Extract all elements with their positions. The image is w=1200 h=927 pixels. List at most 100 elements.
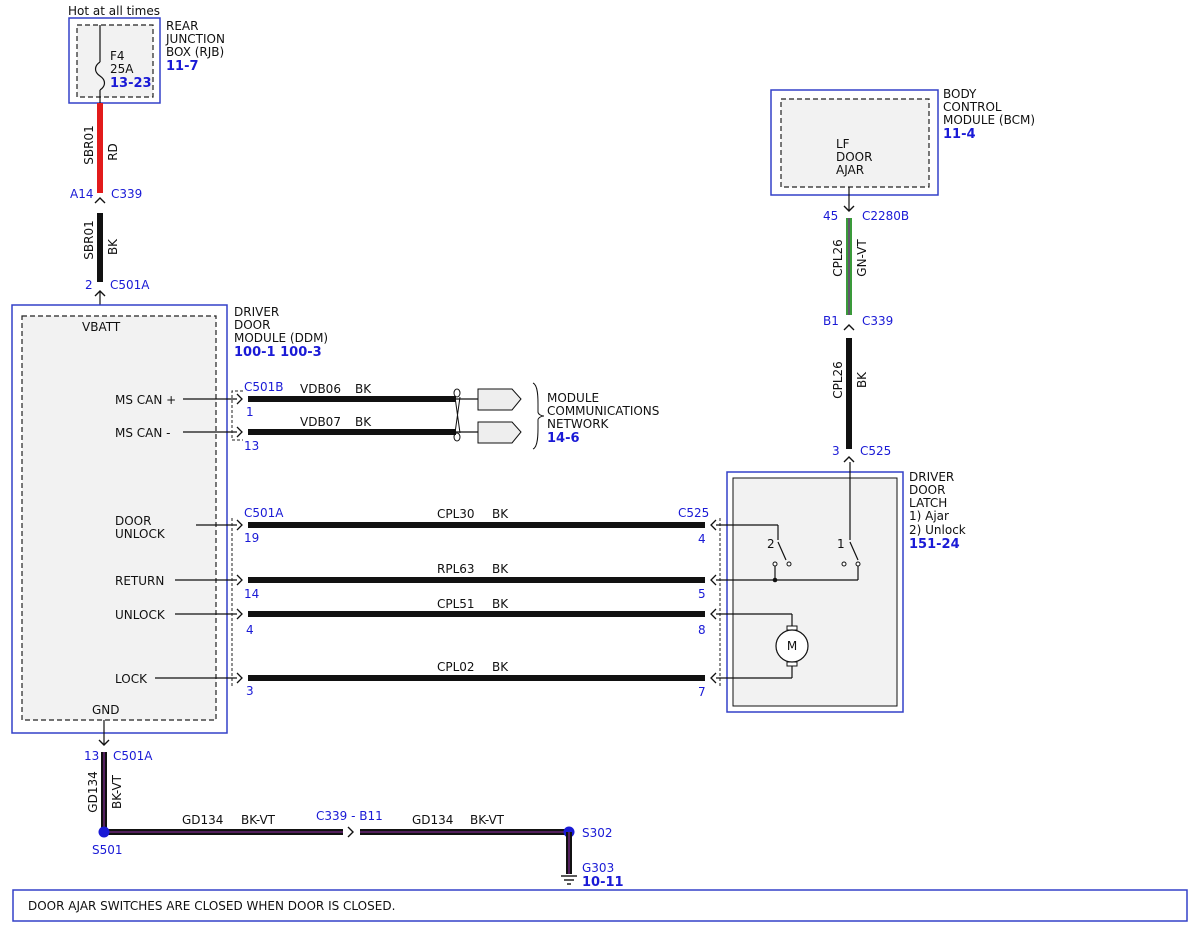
- latch-page-ref[interactable]: 151-24: [909, 537, 960, 552]
- connector-c525-side-label: C525: [678, 506, 709, 520]
- fuse-page-ref[interactable]: 13-23: [110, 76, 152, 91]
- wire-vdb06-circuit: VDB06: [300, 382, 341, 396]
- connector-c525-top-chevron: [843, 456, 855, 463]
- connector-c339-b1-chevron: [843, 324, 855, 331]
- ground-g303-label: G303: [582, 861, 614, 875]
- ddm-return-label: RETURN: [115, 574, 164, 588]
- connector-c501b-bracket: [231, 390, 243, 441]
- ddm-unlock-label: UNLOCK: [115, 608, 166, 622]
- bcm-page-ref[interactable]: 11-4: [943, 127, 976, 142]
- pin-c525-8: 8: [698, 623, 706, 637]
- connector-c339-b11-chevron: [347, 826, 354, 838]
- rjb-name-line-2: JUNCTION: [165, 32, 225, 46]
- connector-c525-top-label: C525: [860, 444, 891, 458]
- c525-pin4-chevron: [710, 519, 717, 531]
- connector-c501a-gnd-label: C501A: [113, 749, 153, 763]
- wire-sbr01-bk-circuit: SBR01: [82, 220, 96, 259]
- ddm-ms-can-plus: MS CAN +: [115, 393, 176, 407]
- wire-sbr01-rd-color: RD: [106, 143, 120, 161]
- latch-name-line-3: LATCH: [909, 496, 947, 510]
- c501a-pin19-chevron: [236, 519, 243, 531]
- fuse-name: F4: [110, 49, 125, 63]
- connector-c2280b-label: C2280B: [862, 209, 909, 223]
- bcm-name-line-3: MODULE (BCM): [943, 113, 1035, 127]
- pin-c501a-19: 19: [244, 531, 259, 545]
- pin-a14: A14: [70, 187, 93, 201]
- bcm-name-line-2: CONTROL: [943, 100, 1002, 114]
- ddm-page-ref[interactable]: 100-1 100-3: [234, 345, 322, 360]
- network-arrow-can-minus-icon: [477, 421, 522, 444]
- latch-module: [726, 471, 904, 713]
- wire-gd134-right-circuit: GD134: [412, 813, 453, 827]
- pin-c501a-4: 4: [246, 623, 254, 637]
- connector-c339-b11-label: C339 - B11: [316, 809, 383, 823]
- pin-b1: B1: [823, 314, 839, 328]
- connector-c501a-top-label: C501A: [110, 278, 150, 292]
- note-text: DOOR AJAR SWITCHES ARE CLOSED WHEN DOOR …: [28, 899, 395, 913]
- pin-c525-5: 5: [698, 587, 706, 601]
- wire-cpl30-circuit: CPL30: [437, 507, 475, 521]
- pin-gnd-13: 13: [84, 749, 99, 763]
- splice-s501: [98, 826, 110, 838]
- bcm-inner-line-3: AJAR: [836, 163, 864, 177]
- bcm-inner-line-2: DOOR: [836, 150, 872, 164]
- ground-icon: [561, 875, 577, 885]
- twisted-pair-icon: [453, 388, 478, 442]
- switch-ajar-number: 1: [837, 537, 845, 551]
- wire-sbr01-bk-color: BK: [106, 238, 120, 255]
- connector-c339-chevron: [94, 197, 106, 204]
- c501b-pin13-chevron: [236, 426, 243, 438]
- rjb-module: [68, 17, 161, 104]
- rjb-page-ref[interactable]: 11-7: [166, 59, 199, 74]
- wire-cpl51-color: BK: [492, 597, 509, 611]
- network-arrow-can-plus-icon: [477, 388, 522, 411]
- connector-c339-label: C339: [111, 187, 142, 201]
- ground-g303-page-ref[interactable]: 10-11: [582, 875, 624, 890]
- pin-2: 2: [85, 278, 93, 292]
- bcm-inner-line-1: LF: [836, 137, 850, 151]
- wire-cpl30-color: BK: [492, 507, 509, 521]
- c501a-pin14-chevron: [236, 574, 243, 586]
- rjb-name-line-3: BOX (RJB): [166, 45, 224, 59]
- wire-gd134-left-color: BK-VT: [241, 813, 276, 827]
- wire-gd134-vertical-color: BK-VT: [110, 774, 124, 809]
- switch-unlock-icon: [772, 525, 792, 583]
- ddm-name-line-1: DRIVER: [234, 305, 279, 319]
- network-page-ref[interactable]: 14-6: [547, 431, 580, 446]
- wire-gd134-left-circuit: GD134: [182, 813, 223, 827]
- latch-name-line-4: 1) Ajar: [909, 509, 949, 523]
- ddm-name-line-2: DOOR: [234, 318, 270, 332]
- ddm-name-line-3: MODULE (DDM): [234, 331, 328, 345]
- wire-vdb07-circuit: VDB07: [300, 415, 341, 429]
- pin-c525-7: 7: [698, 685, 706, 699]
- wire-gd134-vertical-circuit: GD134: [86, 771, 100, 812]
- bcm-module: [770, 89, 939, 196]
- pin-45: 45: [823, 209, 838, 223]
- c501a-pin3-chevron: [236, 672, 243, 684]
- c525-pin7-chevron: [710, 672, 717, 684]
- pin-c525-3: 3: [832, 444, 840, 458]
- wire-cpl26-gnvt-circuit: CPL26: [831, 239, 845, 277]
- c501a-pin4-chevron: [236, 608, 243, 620]
- wire-vdb06-color: BK: [355, 382, 372, 396]
- fuse-rating: 25A: [110, 62, 134, 76]
- ddm-module: [11, 304, 228, 734]
- network-name-line-2: COMMUNICATIONS: [547, 404, 659, 418]
- switch-ajar-icon: [841, 462, 861, 580]
- connector-c339-b1-label: C339: [862, 314, 893, 328]
- wire-cpl26-bk-color: BK: [855, 371, 869, 388]
- fuse-icon: [94, 61, 106, 91]
- wire-rpl63-color: BK: [492, 562, 509, 576]
- bcm-name-line-1: BODY: [943, 87, 977, 101]
- pin-c525-4: 4: [698, 532, 706, 546]
- connector-c2280b-chevron: [843, 205, 855, 212]
- network-name-line-1: MODULE: [547, 391, 599, 405]
- latch-name-line-2: DOOR: [909, 483, 945, 497]
- splice-s302-label: S302: [582, 826, 613, 840]
- c501b-pin1-chevron: [236, 393, 243, 405]
- ddm-vbatt-label: VBATT: [82, 320, 121, 334]
- c525-pin8-chevron: [710, 608, 717, 620]
- wire-gd134-right-color: BK-VT: [470, 813, 505, 827]
- ddm-door-unlock-line-2: UNLOCK: [115, 527, 166, 541]
